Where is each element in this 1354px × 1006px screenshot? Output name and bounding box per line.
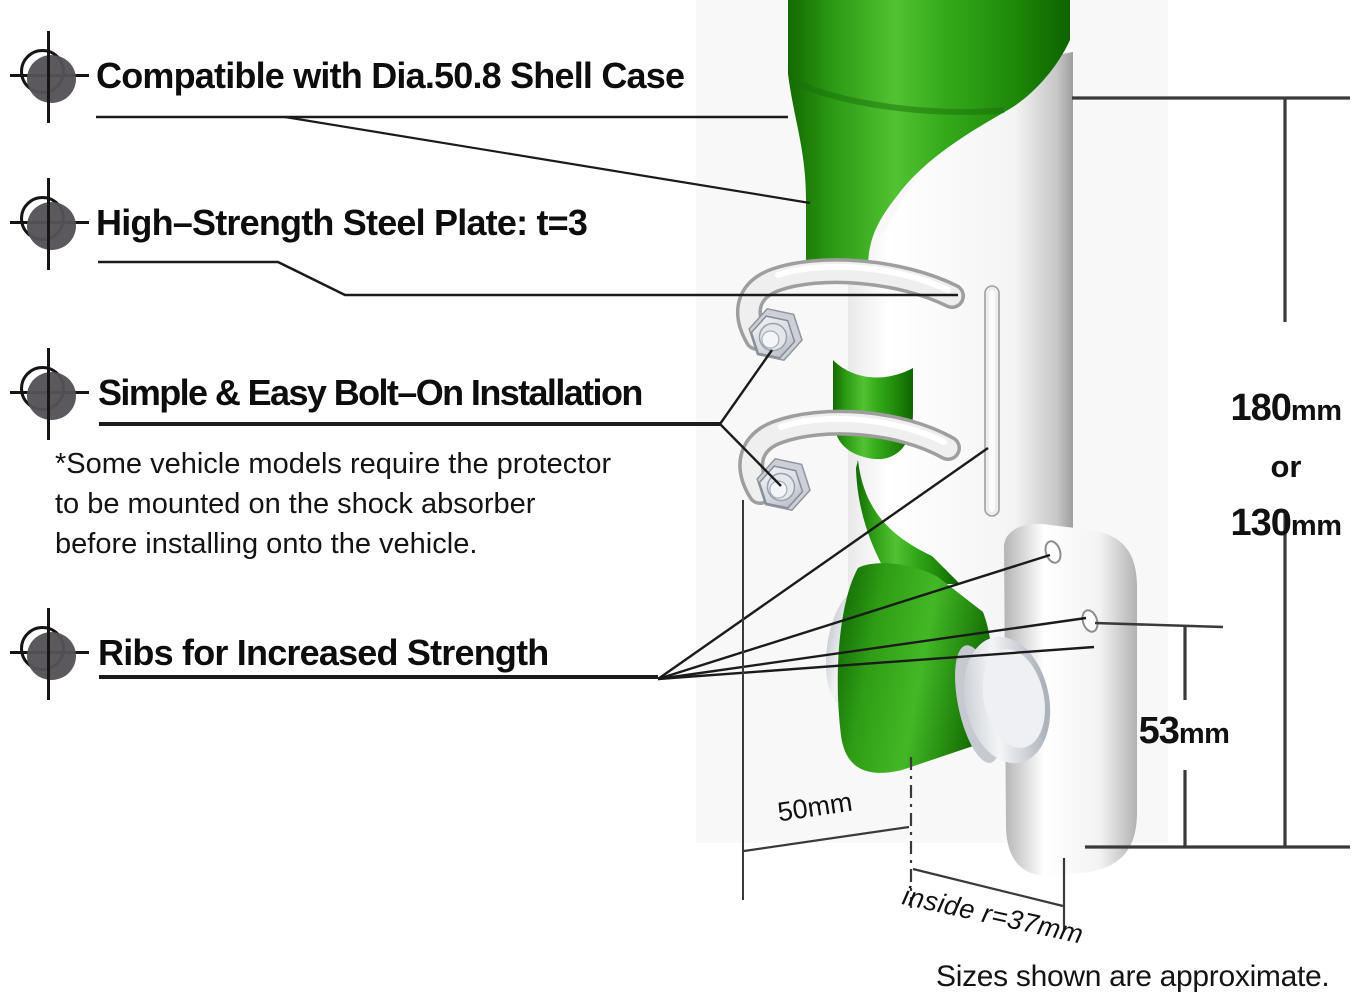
dimension-lines [742,96,1350,932]
height-unit-1: mm [1290,395,1342,427]
feature-title-bolt-on: Simple & Easy Bolt–On Installation [98,372,643,413]
dimension-height-label: 180mm or 130mm [1212,383,1354,556]
protector-lower-bracket [1004,523,1137,877]
crosshair-disc [27,632,76,680]
feature-title-steel-plate: High–Strength Steel Plate: t=3 [96,202,588,243]
install-note-line: to be mounted on the shock absorber [55,488,536,520]
bolt-nut-lower [756,457,811,512]
crosshair-vertical [47,348,50,440]
clamp-strap-lower [738,409,961,505]
height-unit-2: mm [1290,510,1342,542]
height-or: or [1270,449,1302,484]
height-value-2: 130 [1230,502,1292,544]
shock-eye-bushing-green [837,563,994,773]
depth-value: 53 [1138,710,1180,752]
height-value-1: 180 [1230,387,1292,429]
depth-unit: mm [1178,718,1230,750]
leader-lines [96,115,1095,681]
crosshair-disc [27,202,76,250]
install-note-line: *Some vehicle models require the protect… [55,448,612,480]
crosshair-disc [27,55,76,103]
footnote: Sizes shown are approximate. [936,960,1330,993]
rib-hole-top [1044,540,1062,564]
crosshair-disc [27,372,76,420]
bushing-right-end [955,636,1051,764]
rib-hole-side [1081,609,1099,633]
feature-title-ribs: Ribs for Increased Strength [98,632,549,673]
install-note-line: before installing onto the vehicle. [55,528,478,560]
crosshair-vertical [47,608,50,700]
feature-title-shell-case: Compatible with Dia.50.8 Shell Case [96,55,685,96]
clamp-strap-upper [736,258,965,351]
bolt-nut-upper [748,307,803,362]
dimension-depth-label: 53mm [1108,710,1260,753]
install-note: *Some vehicle models require the protect… [55,444,611,564]
crosshair-vertical [47,178,50,270]
crosshair-vertical [47,31,50,123]
